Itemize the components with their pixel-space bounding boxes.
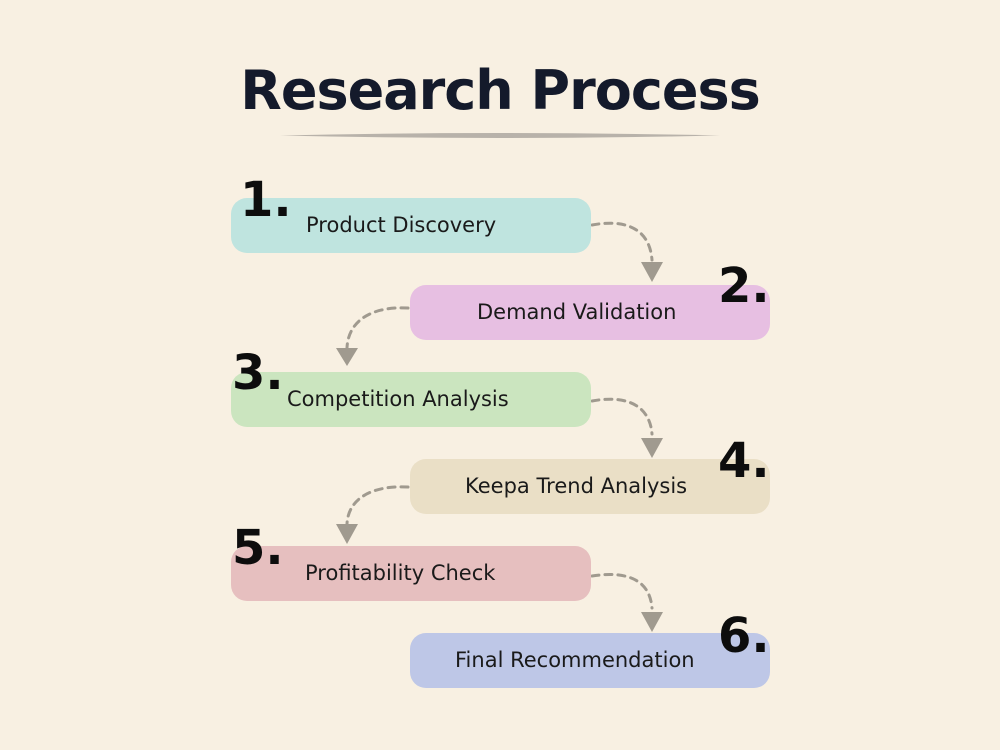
connector-arrow-2-3 [345,306,410,350]
arrowhead-icon [641,262,663,282]
arrowhead-icon [336,348,358,366]
arrowhead-icon [641,438,663,458]
step-4-label: Keepa Trend Analysis [465,474,688,498]
step-5-label: Profitability Check [305,561,496,585]
connector-arrow-1-2 [590,221,654,262]
step-2-label: Demand Validation [477,300,677,324]
step-4-box: Keepa Trend Analysis [410,459,770,514]
step-2-box: Demand Validation [410,285,770,340]
step-6-label: Final Recommendation [455,648,695,672]
step-4-number: 4. [718,433,770,489]
step-1-label: Product Discovery [306,213,497,237]
step-2-number: 2. [718,258,770,314]
connector-arrow-5-6 [590,573,654,610]
step-3-label: Competition Analysis [287,387,509,411]
step-1-number: 1. [240,172,292,228]
arrowhead-icon [641,612,663,632]
step-3-number: 3. [232,345,284,401]
step-6-box: Final Recommendation [410,633,770,688]
step-1-box: Product Discovery [231,198,591,253]
step-5-box: Profitability Check [231,546,591,601]
page-title: Research Process [240,59,761,122]
connector-arrow-3-4 [590,397,654,436]
step-6-number: 6. [718,608,770,664]
arrowhead-icon [336,524,358,544]
step-3-box: Competition Analysis [231,372,591,427]
title-underline [280,133,720,138]
connector-arrow-4-5 [345,485,410,526]
step-5-number: 5. [232,520,284,576]
